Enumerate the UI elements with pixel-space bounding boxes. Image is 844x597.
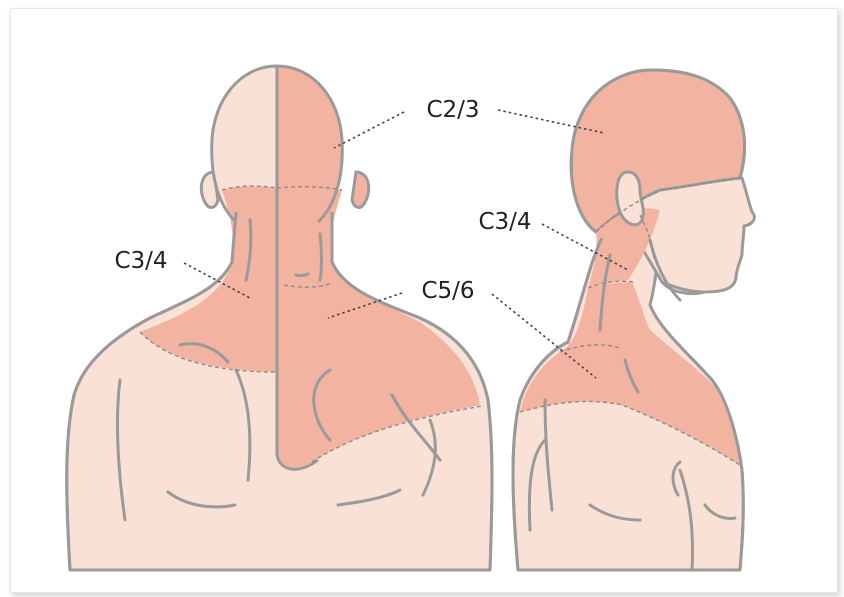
back-right-ear [352,172,369,207]
label-c34-side: C3/4 [478,209,531,235]
leader-c23-left [334,112,404,148]
back-view-figure [67,66,492,570]
label-c23: C2/3 [426,97,479,123]
side-view-figure [513,70,754,570]
back-dermatome-c34 [140,186,277,372]
label-c56: C5/6 [421,278,474,304]
side-face [640,178,754,292]
label-c34-back: C3/4 [114,248,167,274]
